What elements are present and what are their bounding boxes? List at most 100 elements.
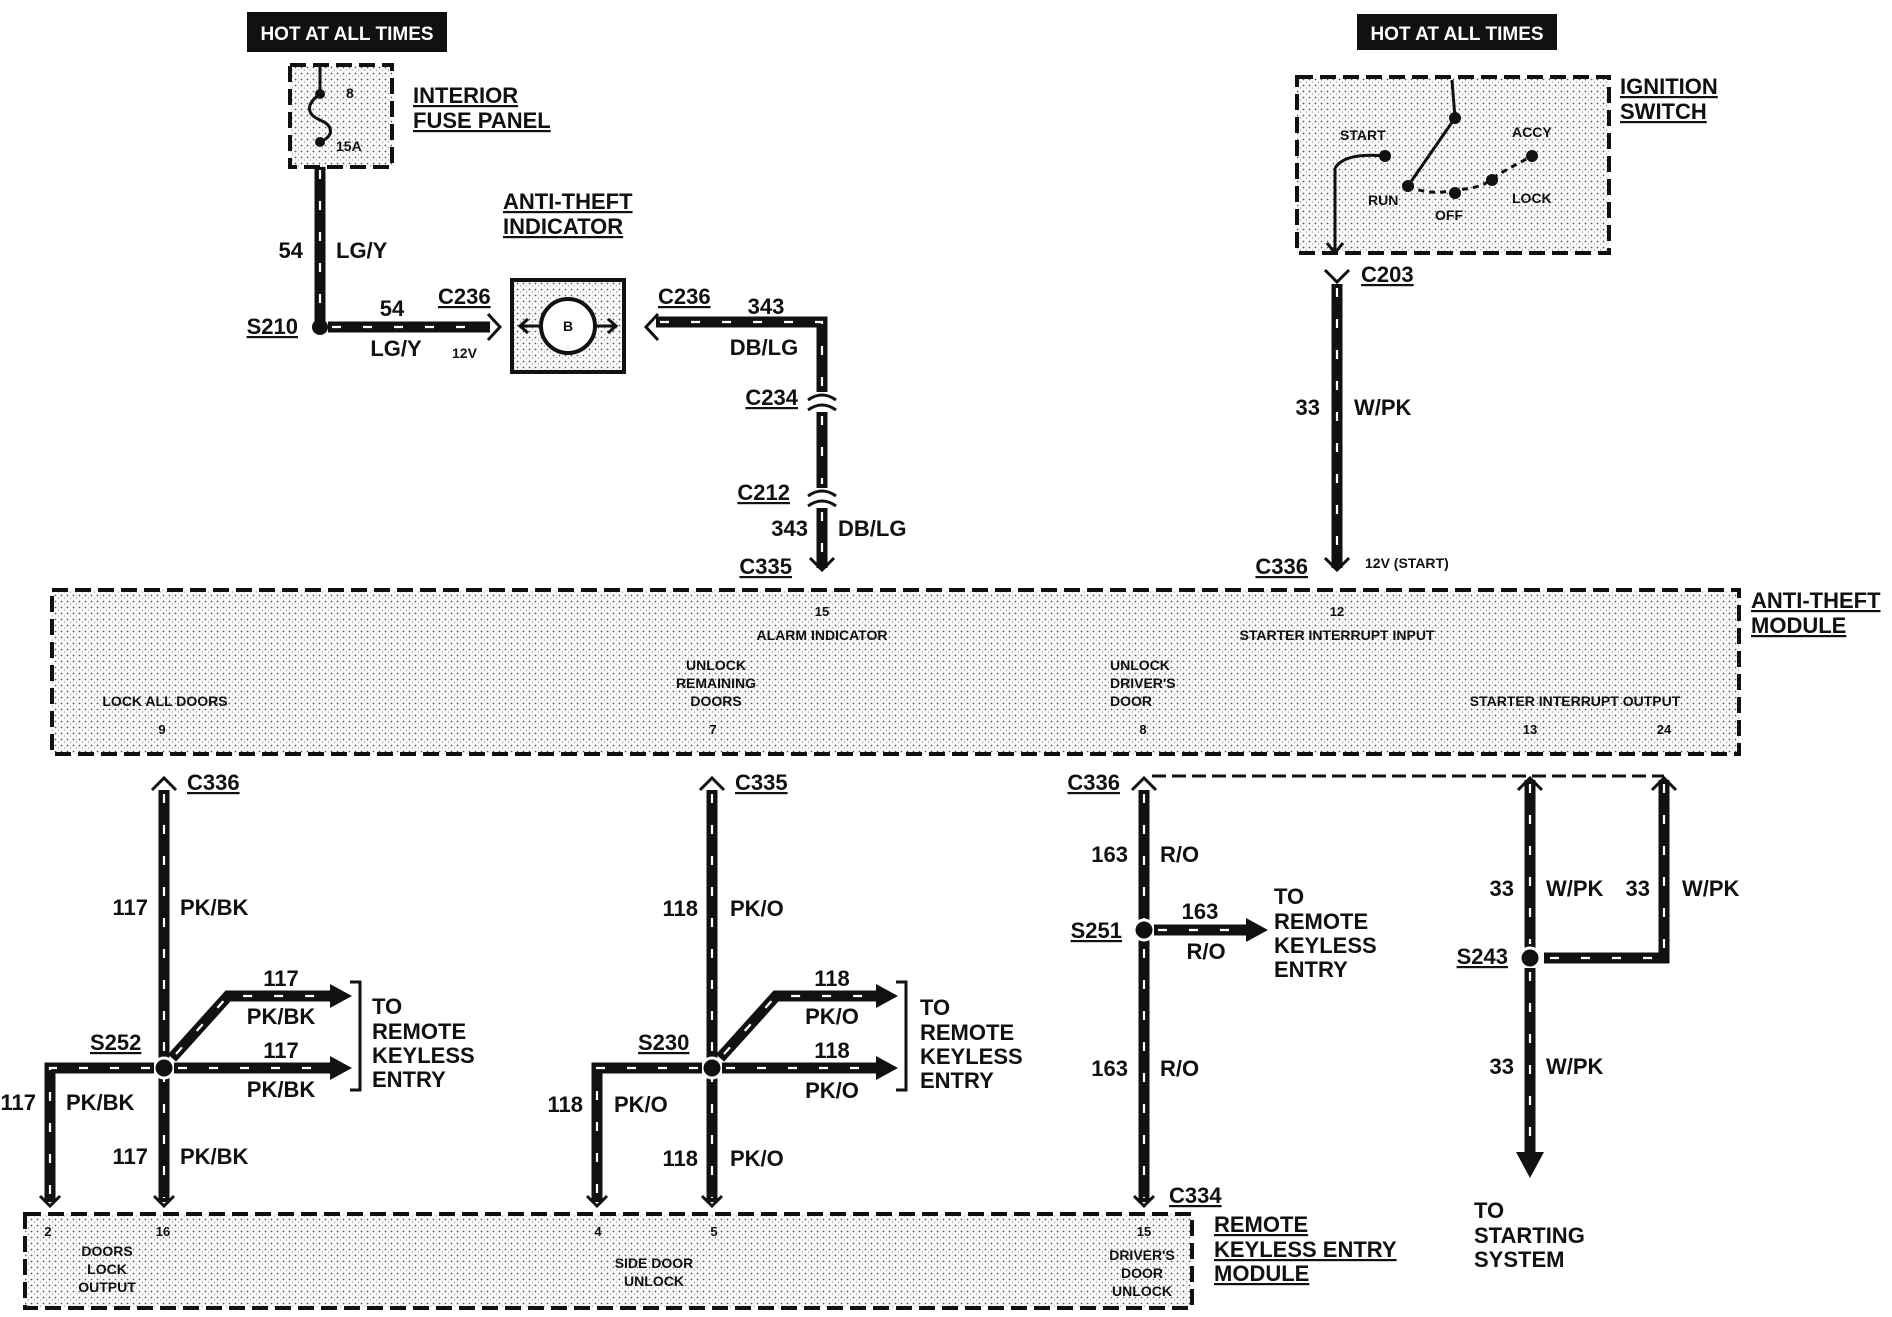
hot-label-right-text: HOT AT ALL TIMES [1370,24,1543,45]
connector-c334: C334 [1169,1183,1222,1208]
ignition-pos-start: START [1340,127,1386,143]
ignition-title-2: SWITCH [1620,99,1707,124]
wire-118-left-number: 118 [548,1092,584,1117]
atm-pin-24: 24 [1657,722,1672,737]
rke-side-door-2: UNLOCK [624,1273,684,1289]
remote-c-2: REMOTE [1274,909,1368,934]
voltage-12v-start-label: 12V (START) [1365,555,1449,571]
wire-118-main-number: 118 [663,896,699,921]
wire-117-branch-1 [167,984,352,1062]
connector-c212-symbol [807,489,837,498]
atm-lock-all-doors: LOCK ALL DOORS [102,693,227,709]
splice-s251 [1132,918,1156,942]
connector-c334-symbol [1132,1194,1156,1209]
connector-c236-right: C236 [658,284,711,309]
splice-s243 [1518,946,1542,970]
atm-unlock-driver-2: DRIVER'S [1110,675,1176,691]
remote-b-4: ENTRY [920,1068,994,1093]
splice-s251-label: S251 [1071,918,1122,943]
remote-a-1: TO [372,994,402,1019]
interior-fuse-panel: 8 15A INTERIOR FUSE PANEL [288,63,551,169]
connector-c336-top-symbol [1323,556,1351,573]
rke-drivers-door-3: UNLOCK [1112,1283,1172,1299]
atm-pin-7: 7 [709,722,716,737]
ignition-pos-accy: ACCY [1512,124,1552,140]
wire-118-b1-number: 118 [814,966,850,991]
atm-title-1: ANTI-THEFT [1751,588,1881,613]
rke-drivers-door-2: DOOR [1121,1265,1163,1281]
wire-118-branch-1 [715,984,898,1062]
wire-118-left-color: PK/O [614,1092,668,1117]
splice-s243-label: S243 [1457,944,1508,969]
connector-c335-top-symbol [808,556,836,573]
wire-343-lower-number: 343 [771,516,808,541]
connector-c236-left-symbol [486,312,503,342]
wire-33-c-number: 33 [1490,1054,1514,1079]
fuse-rating: 15A [336,138,362,154]
atm-starter-input: STARTER INTERRUPT INPUT [1240,627,1435,643]
rke-pin-4: 4 [594,1224,602,1239]
indicator-title-1: ANTI-THEFT [503,189,633,214]
atm-pin-9: 9 [158,722,165,737]
wire-117-left-color: PK/BK [66,1090,135,1115]
wire-33-a-color: W/PK [1546,876,1604,901]
wire-33-a-number: 33 [1490,876,1514,901]
atm-unlock-remaining-2: REMAINING [676,675,756,691]
bracket-a [350,980,362,1092]
connector-c336-top: C336 [1255,554,1308,579]
remote-a-3: KEYLESS [372,1043,475,1068]
wire-343-lower-color: DB/LG [838,516,906,541]
atm-alarm-indicator: ALARM INDICATOR [757,627,888,643]
wire-118-low-color: PK/O [730,1146,784,1171]
wire-343-color: DB/LG [730,335,798,360]
wire-118-low-number: 118 [663,1146,699,1171]
connector-c236-right-symbol [643,312,660,342]
atm-pin-12: 12 [1330,604,1344,619]
atm-pin-8: 8 [1139,722,1146,737]
connector-c234-symbol [807,393,837,402]
wire-33-b [1544,780,1670,964]
splice-s210 [312,319,328,335]
atm-unlock-remaining-3: DOORS [690,693,741,709]
remote-b-3: KEYLESS [920,1044,1023,1069]
remote-b-1: TO [920,995,950,1020]
wire-33-c-color: W/PK [1546,1054,1604,1079]
ignition-run-terminal [1402,180,1414,192]
wire-163-top-color: R/O [1160,842,1199,867]
rke-doors-lock-2: LOCK [87,1261,127,1277]
rke-pin-16: 16 [156,1224,170,1239]
wire-54-horiz-color: LG/Y [370,336,422,361]
wire-118-main-color: PK/O [730,896,784,921]
splice-s252 [152,1056,176,1080]
wire-118-b1-color: PK/O [805,1004,859,1029]
wire-33-ign-number: 33 [1296,395,1320,420]
remote-a-4: ENTRY [372,1067,446,1092]
ignition-off-terminal [1449,187,1461,199]
wire-163-top-number: 163 [1091,842,1128,867]
atm-starter-output: STARTER INTERRUPT OUTPUT [1470,693,1681,709]
ignition-switch: START ACCY RUN OFF LOCK IGNITION SWITCH [1295,74,1718,256]
wire-118-b2-number: 118 [814,1038,850,1063]
hot-label-left: HOT AT ALL TIMES [247,12,447,52]
fuse-number: 8 [346,85,354,101]
wire-117-low-number: 117 [113,1144,149,1169]
wire-163-branch-number: 163 [1182,899,1219,924]
remote-c-4: ENTRY [1274,957,1348,982]
wire-117-branch-2 [174,1056,352,1080]
wire-117-left [44,1062,154,1202]
starting-system-1: TO [1474,1198,1504,1223]
wire-117-b2-number: 117 [263,1038,299,1063]
wire-117-b1-number: 117 [263,966,299,991]
wire-33-b-number: 33 [1626,876,1650,901]
atm-unlock-driver-1: UNLOCK [1110,657,1170,673]
ignition-accy-terminal [1526,150,1538,162]
rke-title-2: KEYLESS ENTRY [1214,1237,1397,1262]
ignition-pos-lock: LOCK [1512,190,1552,206]
connector-c236-left: C236 [438,284,491,309]
remote-b-2: REMOTE [920,1020,1014,1045]
atm-pin-13: 13 [1523,722,1537,737]
wire-117-b2-color: PK/BK [247,1077,316,1102]
remote-c-3: KEYLESS [1274,933,1377,958]
wire-163-branch [1154,918,1268,942]
